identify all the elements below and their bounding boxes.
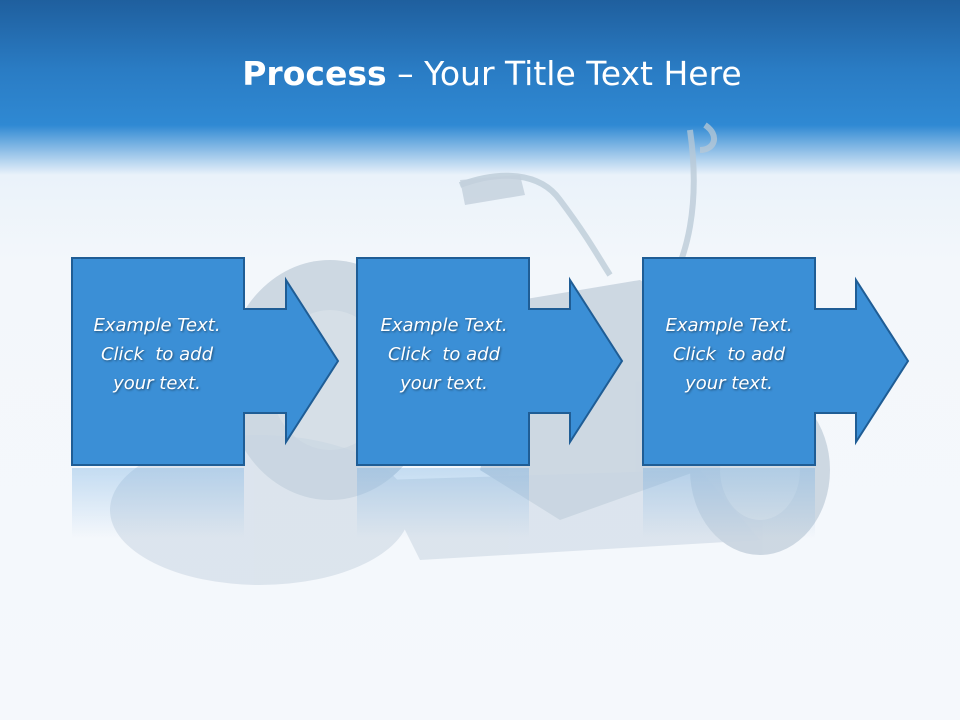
step-1-text[interactable]: Example Text. Click to add your text. (71, 311, 243, 398)
step-2-arrow-shape (356, 257, 624, 466)
step-2-text[interactable]: Example Text. Click to add your text. (358, 311, 530, 398)
step-3-line-1: Example Text. (665, 315, 793, 336)
process-step-1[interactable] (71, 257, 340, 538)
step-2-line-1: Example Text. (380, 315, 508, 336)
step-1-reflection (72, 468, 244, 538)
step-3-arrow-shape (642, 257, 910, 466)
step-1-arrow-shape (71, 257, 340, 466)
title-rest-part: – Your Title Text Here (386, 54, 742, 93)
step-1-line-3: your text. (113, 373, 201, 394)
slide-title[interactable]: Process – Your Title Text Here (0, 52, 960, 96)
step-2-line-2: Click to add (387, 344, 500, 365)
step-3-line-3: your text. (685, 373, 773, 394)
step-1-line-2: Click to add (100, 344, 213, 365)
step-2-reflection (357, 468, 529, 538)
step-2-line-3: your text. (400, 373, 488, 394)
step-1-line-1: Example Text. (93, 315, 221, 336)
step-3-text[interactable]: Example Text. Click to add your text. (643, 311, 815, 398)
process-step-2[interactable] (356, 257, 624, 538)
title-bold-part: Process (242, 54, 387, 93)
process-step-3[interactable] (642, 257, 910, 538)
step-3-line-2: Click to add (672, 344, 785, 365)
step-3-reflection (643, 468, 815, 538)
